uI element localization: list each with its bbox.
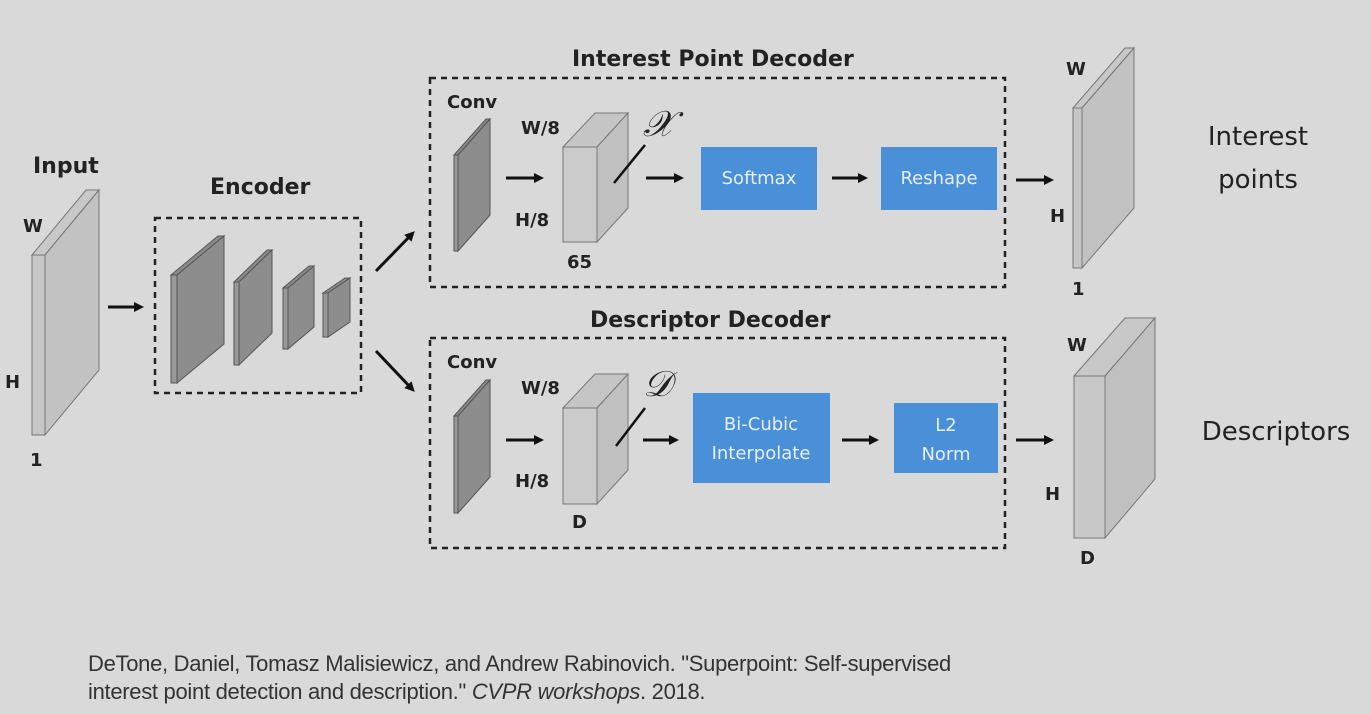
descriptors-label: Descriptors — [1202, 417, 1351, 447]
bicubic-label-line2: Interpolate — [712, 443, 811, 464]
encoder-layers — [169, 234, 352, 385]
bicubic-label-line1: Bi-Cubic — [724, 414, 798, 435]
citation-title-end: interest point detection and description… — [88, 679, 472, 704]
reshape-block: Reshape — [881, 147, 997, 210]
interest-decoder-title: Interest Point Decoder — [572, 47, 854, 72]
input-w-label: W — [23, 216, 43, 237]
descriptor-output-c-label: D — [1080, 548, 1095, 569]
arrow-encoder-to-interest — [374, 231, 415, 273]
interest-conv-label: Conv — [447, 92, 497, 113]
interest-conv-layer — [452, 117, 492, 253]
encoder-layer-1 — [169, 234, 226, 385]
citation-line-2: interest point detection and description… — [88, 678, 951, 706]
encoder-layer-2 — [232, 248, 274, 367]
citation-venue: CVPR workshops — [471, 679, 641, 704]
encoder-layer-4 — [321, 277, 352, 338]
interest-tensor-cube — [561, 111, 630, 244]
descriptor-symbol-d: 𝒟 — [643, 364, 678, 405]
citation: DeTone, Daniel, Tomasz Malisiewicz, and … — [88, 650, 951, 706]
input-h-label: H — [5, 372, 20, 393]
reshape-label: Reshape — [900, 168, 977, 189]
descriptor-tensor-cube — [561, 372, 630, 506]
descriptor-decoder-box — [428, 336, 1007, 550]
descriptor-output-h-label: H — [1045, 484, 1060, 505]
interest-slash-mark — [613, 144, 646, 184]
interest-symbol-x: 𝒳 — [643, 104, 684, 145]
arrow-encoder-to-descriptor — [374, 349, 415, 392]
descriptor-output-w-label: W — [1067, 335, 1087, 356]
descriptor-conv-layer — [452, 378, 492, 515]
l2-norm-block: L2 Norm — [894, 403, 998, 473]
interest-output-tensor — [1071, 46, 1136, 270]
descriptor-output-tensor — [1072, 316, 1157, 540]
bicubic-interpolate-block: Bi-Cubic Interpolate — [693, 393, 830, 483]
interest-points-label-line1: Interest — [1208, 122, 1308, 152]
interest-w-label: W/8 — [521, 118, 560, 139]
encoder-box — [153, 216, 363, 395]
citation-line-1: DeTone, Daniel, Tomasz Malisiewicz, and … — [88, 651, 951, 676]
input-c-label: 1 — [30, 450, 43, 471]
citation-year: . 2018. — [640, 679, 706, 704]
softmax-label: Softmax — [722, 168, 797, 189]
l2-label-line2: Norm — [921, 444, 970, 465]
descriptor-c-label: D — [572, 512, 587, 533]
interest-decoder-box — [428, 76, 1007, 289]
l2-label-line1: L2 — [935, 415, 956, 436]
interest-output-h-label: H — [1050, 206, 1065, 227]
interest-output-c-label: 1 — [1072, 279, 1085, 300]
interest-points-label-line2: points — [1218, 165, 1298, 195]
interest-output-w-label: W — [1066, 59, 1086, 80]
input-tensor — [30, 188, 101, 437]
encoder-layer-3 — [281, 264, 316, 351]
descriptor-h-label: H/8 — [515, 471, 549, 492]
descriptor-conv-label: Conv — [447, 352, 497, 373]
descriptor-decoder-title: Descriptor Decoder — [590, 308, 831, 333]
descriptor-slash-mark — [615, 407, 646, 447]
interest-c-label: 65 — [567, 252, 592, 273]
softmax-block: Softmax — [701, 147, 817, 210]
input-title: Input — [33, 154, 99, 179]
encoder-title: Encoder — [210, 175, 311, 200]
descriptor-w-label: W/8 — [521, 378, 560, 399]
interest-h-label: H/8 — [515, 210, 549, 231]
